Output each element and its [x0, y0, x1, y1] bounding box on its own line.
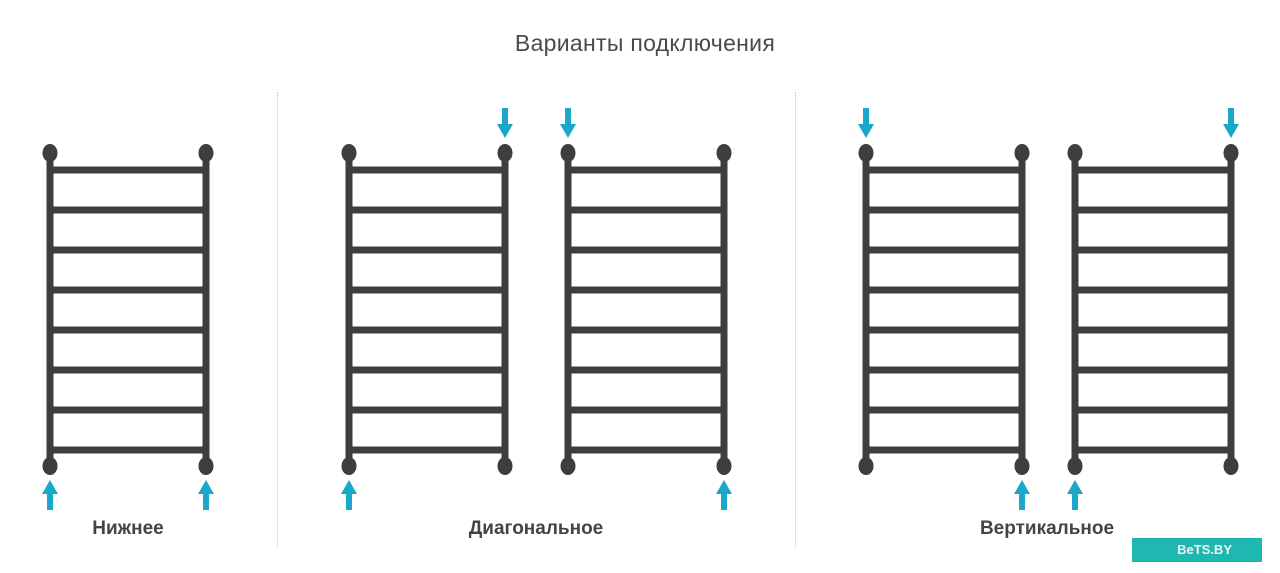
page-title: Варианты подключения [514, 30, 776, 56]
fitting-cap [497, 457, 513, 475]
inlet-arrow-up-icon [1014, 480, 1030, 510]
section-divider-1 [277, 92, 278, 548]
inlet-arrow-down-icon [1223, 108, 1239, 138]
inlet-arrow-up-icon [1067, 480, 1083, 510]
logo-badge: BeTS.BY [1132, 538, 1262, 562]
fitting-cap [560, 144, 576, 162]
dryer-bottom-1 [42, 144, 214, 510]
fitting-cap [42, 457, 58, 475]
fitting-cap [1014, 457, 1030, 475]
fitting-cap [560, 457, 576, 475]
fitting-cap [198, 457, 214, 475]
fitting-cap [1067, 457, 1083, 475]
fitting-cap [1223, 144, 1239, 162]
inlet-arrow-up-icon [42, 480, 58, 510]
fitting-cap [1067, 144, 1083, 162]
fitting-cap [858, 144, 874, 162]
fitting-cap [341, 457, 357, 475]
fitting-cap [42, 144, 58, 162]
inlet-arrow-down-icon [560, 108, 576, 138]
section-divider-2 [795, 92, 796, 548]
fitting-cap [716, 457, 732, 475]
fitting-cap [198, 144, 214, 162]
inlet-arrow-up-icon [716, 480, 732, 510]
dryer-vertical-2 [1067, 108, 1239, 510]
dryer-vertical-1 [858, 108, 1030, 510]
dryer-diagonal-1 [341, 108, 513, 510]
fitting-cap [1223, 457, 1239, 475]
inlet-arrow-up-icon [341, 480, 357, 510]
inlet-arrow-up-icon [198, 480, 214, 510]
fitting-cap [497, 144, 513, 162]
inlet-arrow-down-icon [497, 108, 513, 138]
watermark-text: BeTS.BY [1177, 542, 1232, 557]
fitting-cap [341, 144, 357, 162]
inlet-arrow-down-icon [858, 108, 874, 138]
fitting-cap [858, 457, 874, 475]
caption-vertical: Вертикальное [979, 518, 1115, 539]
dryer-diagonal-2 [560, 108, 732, 510]
fitting-cap [1014, 144, 1030, 162]
caption-diagonal: Диагональное [468, 518, 604, 539]
caption-bottom: Нижнее [92, 518, 164, 539]
fitting-cap [716, 144, 732, 162]
